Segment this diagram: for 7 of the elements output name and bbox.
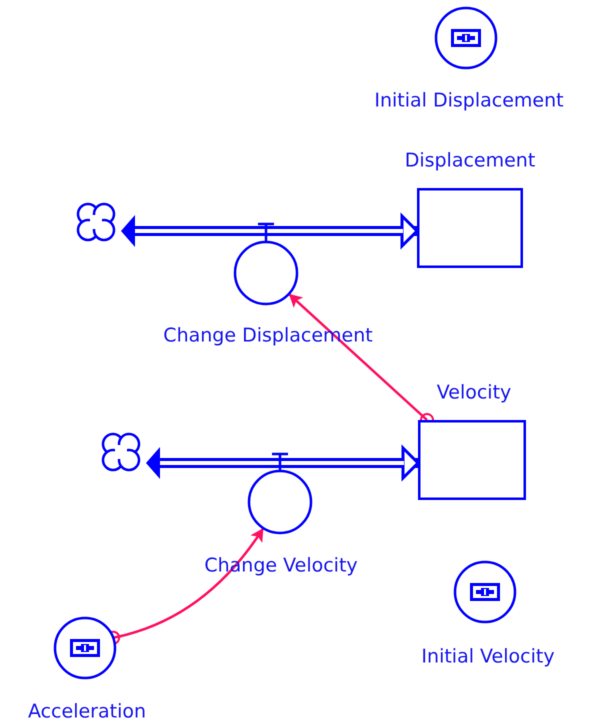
variable-label: Initial Displacement [374, 90, 564, 112]
variable-label: Acceleration [28, 702, 146, 722]
variable-label: Initial Velocity [421, 646, 555, 668]
variable-label: Velocity [436, 382, 512, 404]
flow-pipe [121, 214, 418, 248]
variable-label: Displacement [404, 150, 536, 172]
flow-pipe [146, 446, 420, 480]
